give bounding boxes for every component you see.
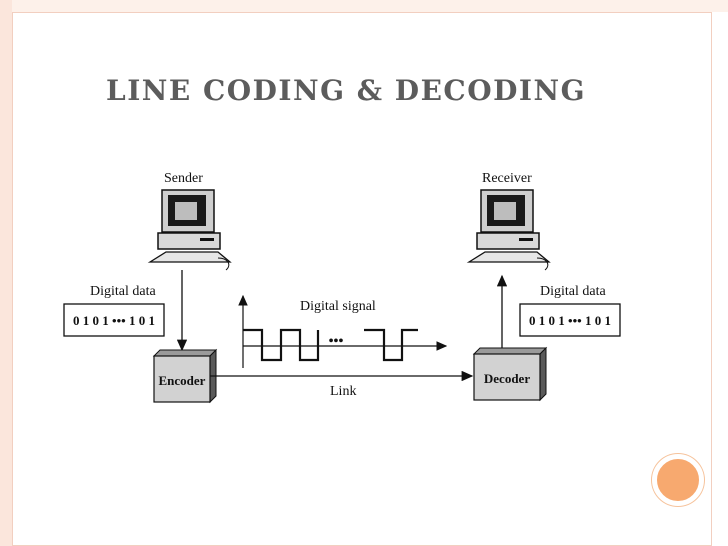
signal-ellipsis: ••• bbox=[329, 334, 344, 349]
encoder-label: Encoder bbox=[159, 373, 206, 388]
slide-title: LINE CODING & DECODING bbox=[106, 74, 586, 107]
square-wave-left bbox=[243, 328, 320, 362]
receiver-digital-data-label: Digital data bbox=[540, 284, 606, 299]
decorative-circle bbox=[652, 454, 704, 506]
receiver-data-bits: 0 1 0 1 ••• 1 0 1 bbox=[529, 313, 611, 328]
left-decoration-strip bbox=[0, 0, 12, 546]
top-decoration-strip bbox=[0, 0, 728, 12]
sender-computer-icon bbox=[147, 189, 232, 271]
link-label: Link bbox=[330, 384, 356, 399]
receiver-label: Receiver bbox=[482, 171, 532, 186]
digital-signal-label: Digital signal bbox=[300, 299, 376, 314]
encoder-block bbox=[152, 348, 218, 404]
sender-label: Sender bbox=[164, 171, 203, 186]
sender-data-bits: 0 1 0 1 ••• 1 0 1 bbox=[73, 313, 155, 328]
receiver-data-box bbox=[519, 303, 621, 337]
decoder-block bbox=[472, 346, 548, 402]
square-wave-right bbox=[364, 328, 418, 362]
decoder-label: Decoder bbox=[484, 371, 530, 386]
sender-data-box bbox=[63, 303, 165, 337]
receiver-computer-icon bbox=[466, 189, 551, 271]
sender-digital-data-label: Digital data bbox=[90, 284, 156, 299]
